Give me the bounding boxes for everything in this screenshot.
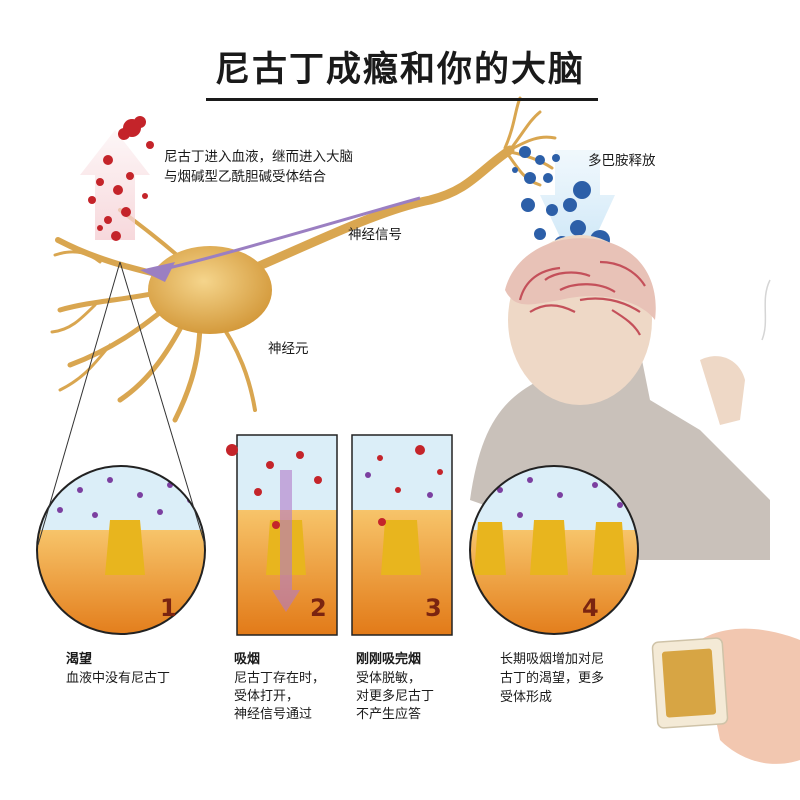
- nerve-signal-label: 神经信号: [348, 227, 402, 243]
- stage-3-number: 3: [425, 594, 442, 622]
- stage-2-number: 2: [310, 594, 327, 622]
- stage-2-line-1: 尼古丁存在时，: [234, 671, 326, 686]
- stage-3-line-1: 受体脱敏，: [356, 671, 422, 686]
- stage-1-line-1: 血液中没有尼古丁: [66, 671, 171, 686]
- stage-2-title: 吸烟: [234, 652, 261, 667]
- dopamine-release-label: 多巴胺释放: [588, 153, 656, 169]
- stage-3-panel: [351, 434, 453, 636]
- stage-3-line-2: 对更多尼古丁: [356, 689, 435, 704]
- title-underline: [206, 98, 598, 101]
- stage-1-title: 渴望: [66, 652, 93, 667]
- page-title: 尼古丁成瘾和你的大脑: [214, 50, 585, 90]
- nicotine-patch-hand: [651, 628, 800, 764]
- stage-4-number: 4: [582, 594, 599, 622]
- neuron-soma: [148, 246, 272, 334]
- brain: [518, 260, 646, 336]
- stage-3-line-3: 不产生应答: [356, 707, 422, 722]
- nicotine-arrow: [80, 130, 150, 240]
- nicotine-molecules: [88, 116, 154, 241]
- stage-4-line-2: 古丁的渴望，更多: [500, 671, 605, 686]
- stage-3-title: 刚刚吸完烟: [356, 652, 422, 667]
- stage-4-line-1: 长期吸烟增加对尼: [500, 652, 605, 667]
- signal-arrow: [140, 262, 175, 282]
- nicotine-enters-label-1: 尼古丁进入血液，继而进入大脑: [164, 149, 353, 165]
- stage-1-number: 1: [160, 594, 177, 622]
- nicotine-enters-label-2: 与烟碱型乙酰胆碱受体结合: [164, 169, 326, 185]
- stage-2-line-3: 神经信号通过: [234, 707, 313, 722]
- stage-2-panel: [226, 434, 338, 636]
- neuron-label: 神经元: [268, 341, 309, 357]
- stage-2-line-2: 受体打开，: [234, 689, 300, 704]
- dopamine-arrow: [540, 150, 615, 275]
- stage-4-line-3: 受体形成: [500, 690, 553, 705]
